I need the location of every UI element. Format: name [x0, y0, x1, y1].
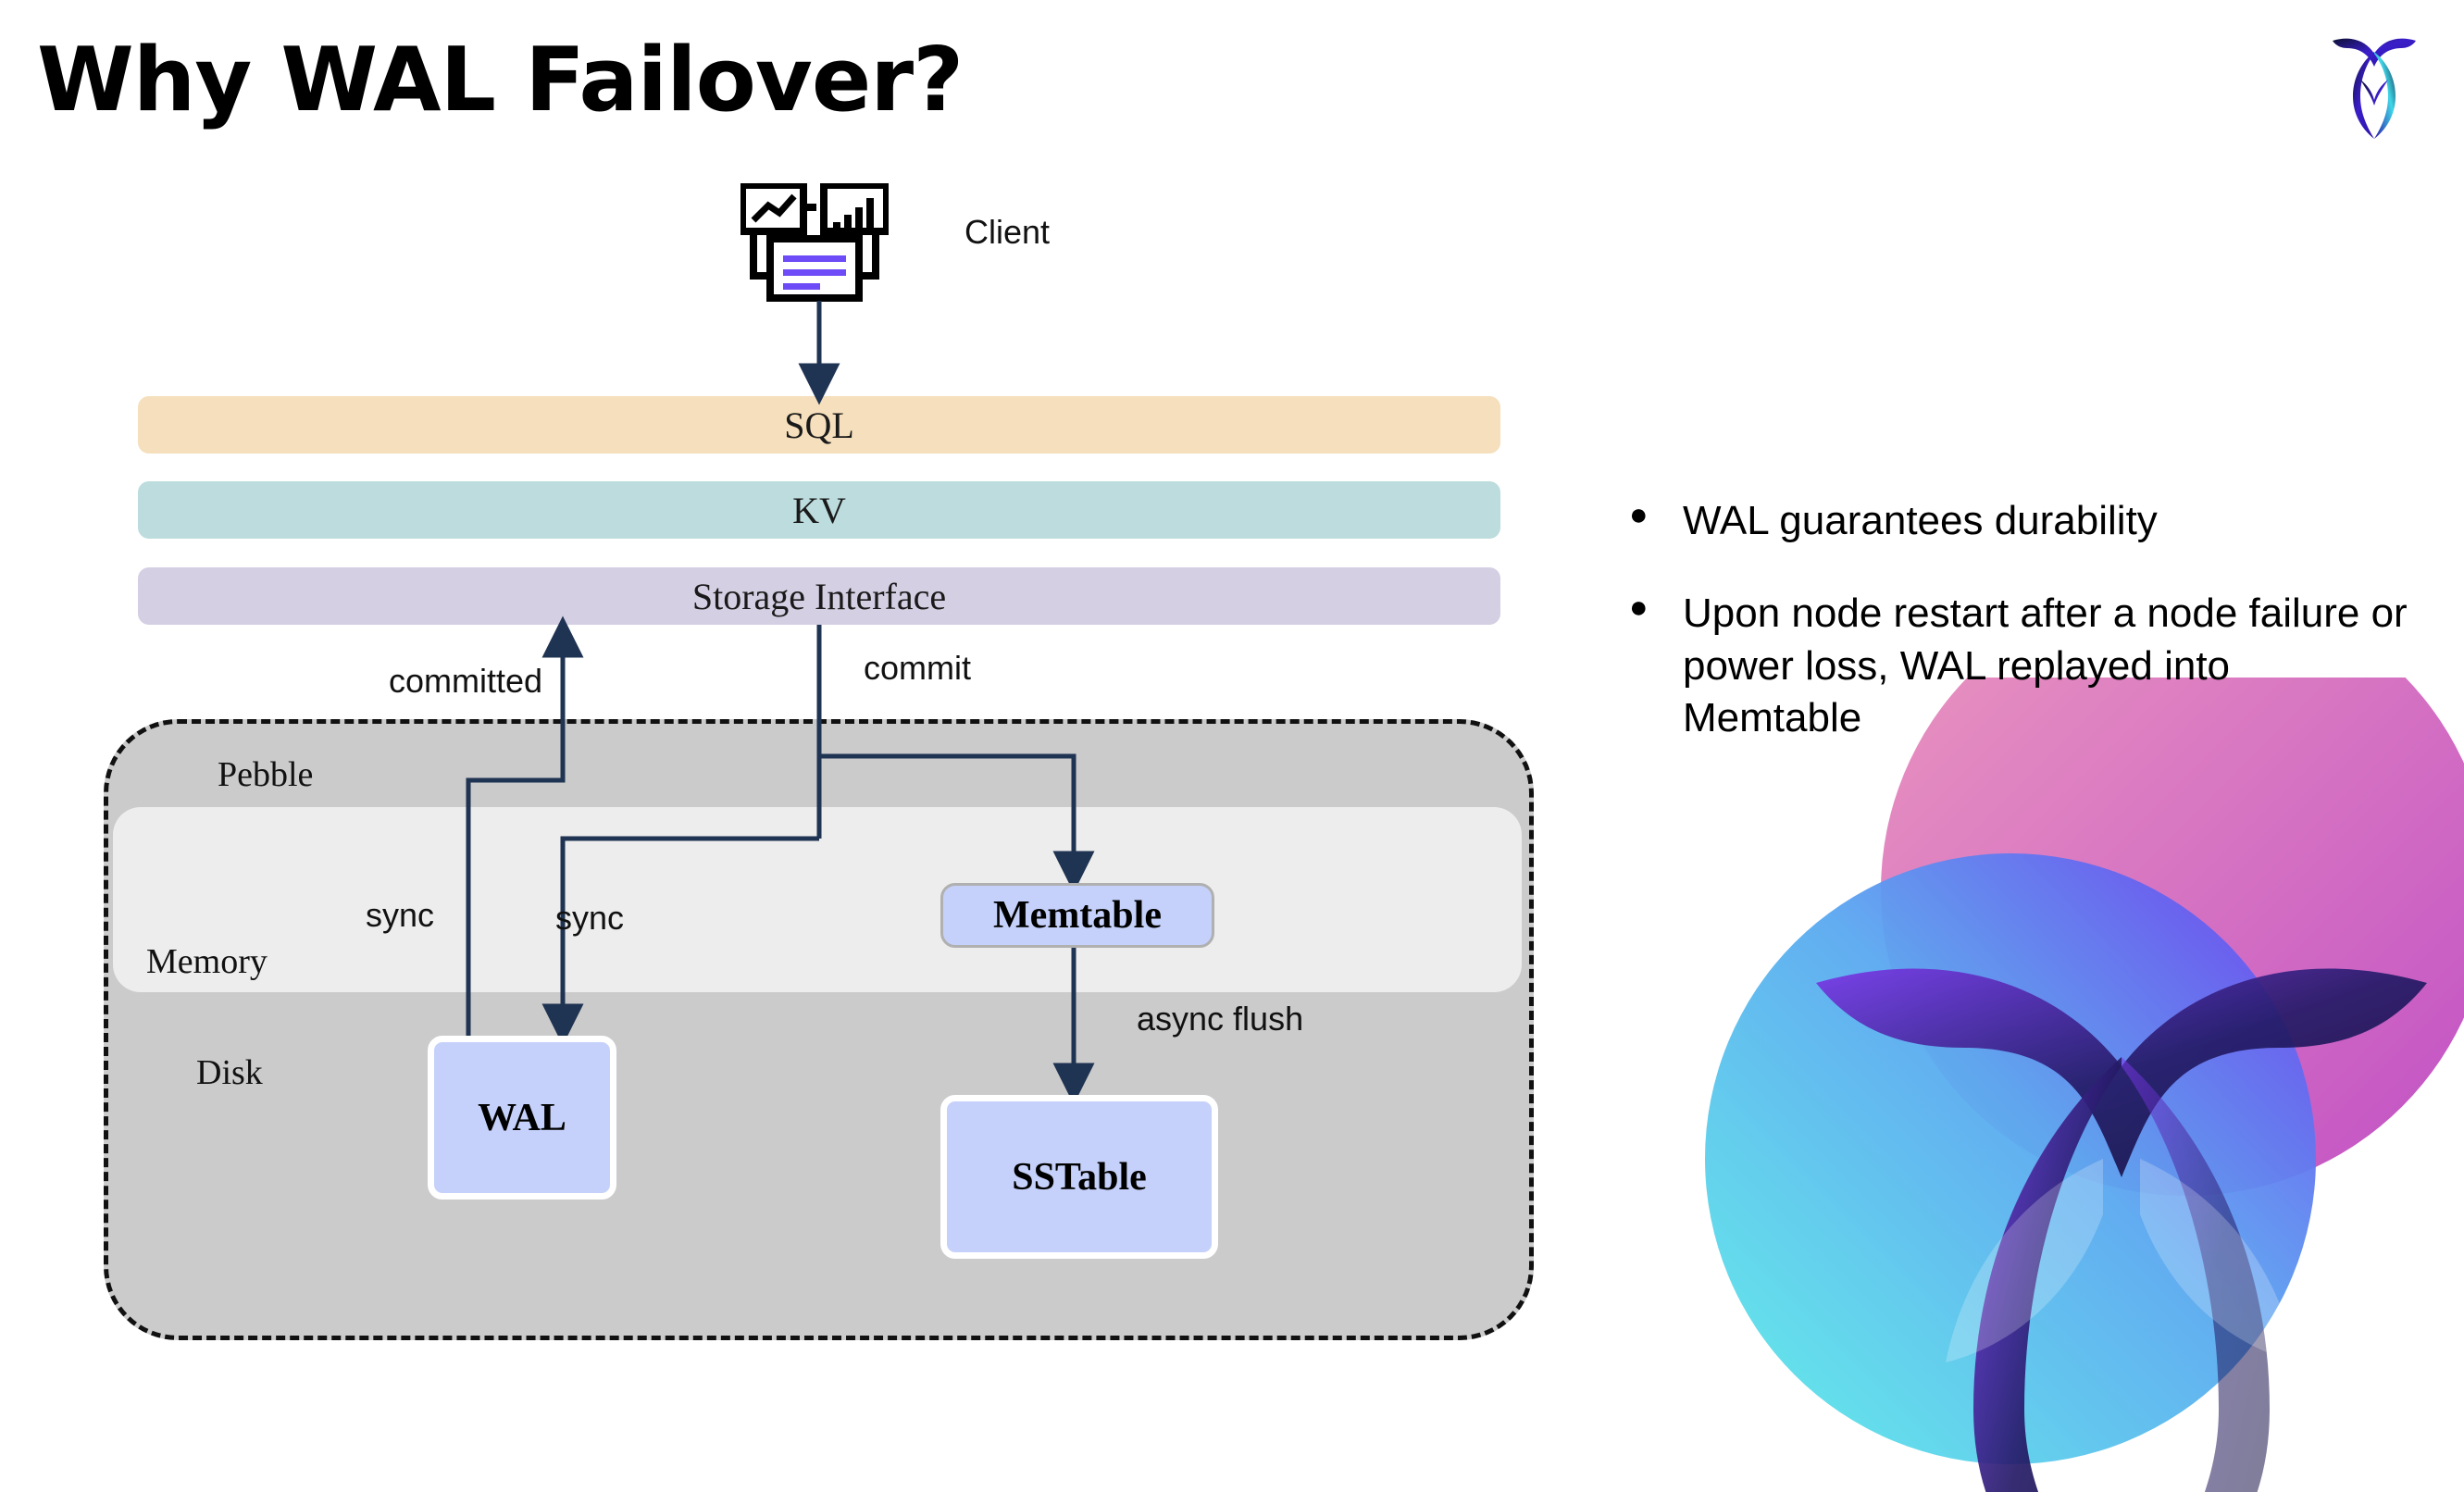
node-label-sstable: SSTable [1012, 1155, 1147, 1199]
pebble-label: Pebble [218, 755, 314, 794]
bullet-text: Upon node restart after a node failure o… [1683, 591, 2408, 740]
layer-bar-kv: KV [138, 481, 1500, 539]
memory-label: Memory [146, 942, 268, 981]
client-dashboard-icon [740, 183, 889, 302]
node-sstable: SSTable [940, 1095, 1218, 1259]
layer-label-storage: Storage Interface [691, 575, 947, 617]
cockroachdb-logo-icon [2333, 38, 2416, 139]
edge-label-async-flush: async flush [1137, 1000, 1304, 1038]
page-title: Why WAL Failover? [37, 30, 964, 131]
node-label-memtable: Memtable [993, 894, 1162, 937]
edge-label-sync-b: sync [555, 899, 625, 937]
client-label: Client [964, 213, 1051, 251]
bullet-text: WAL guarantees durability [1683, 498, 2158, 543]
layer-bar-sql: SQL [138, 396, 1500, 454]
layer-label-kv: KV [792, 489, 846, 531]
node-label-wal: WAL [478, 1096, 566, 1139]
layer-bar-storage: Storage Interface [138, 567, 1500, 625]
bullet-marker-icon: ● [1629, 497, 1649, 532]
list-item: ● Upon node restart after a node failure… [1629, 588, 2416, 744]
bullet-marker-icon: ● [1629, 590, 1649, 626]
edge-label-sync-a: sync [366, 896, 435, 934]
node-memtable: Memtable [940, 883, 1214, 948]
bullet-list: ● WAL guarantees durability ● Upon node … [1629, 495, 2416, 785]
node-wal: WAL [428, 1036, 616, 1200]
architecture-diagram: Client SQL KV Storage Interface Pebble M… [104, 183, 1534, 1340]
layer-label-sql: SQL [784, 404, 854, 446]
decorative-logo-watermark [1705, 678, 2464, 1492]
disk-label: Disk [196, 1053, 263, 1092]
memory-region [113, 807, 1522, 992]
edge-label-commit: commit [864, 649, 971, 687]
list-item: ● WAL guarantees durability [1629, 495, 2416, 547]
edge-label-committed: committed [389, 662, 543, 700]
